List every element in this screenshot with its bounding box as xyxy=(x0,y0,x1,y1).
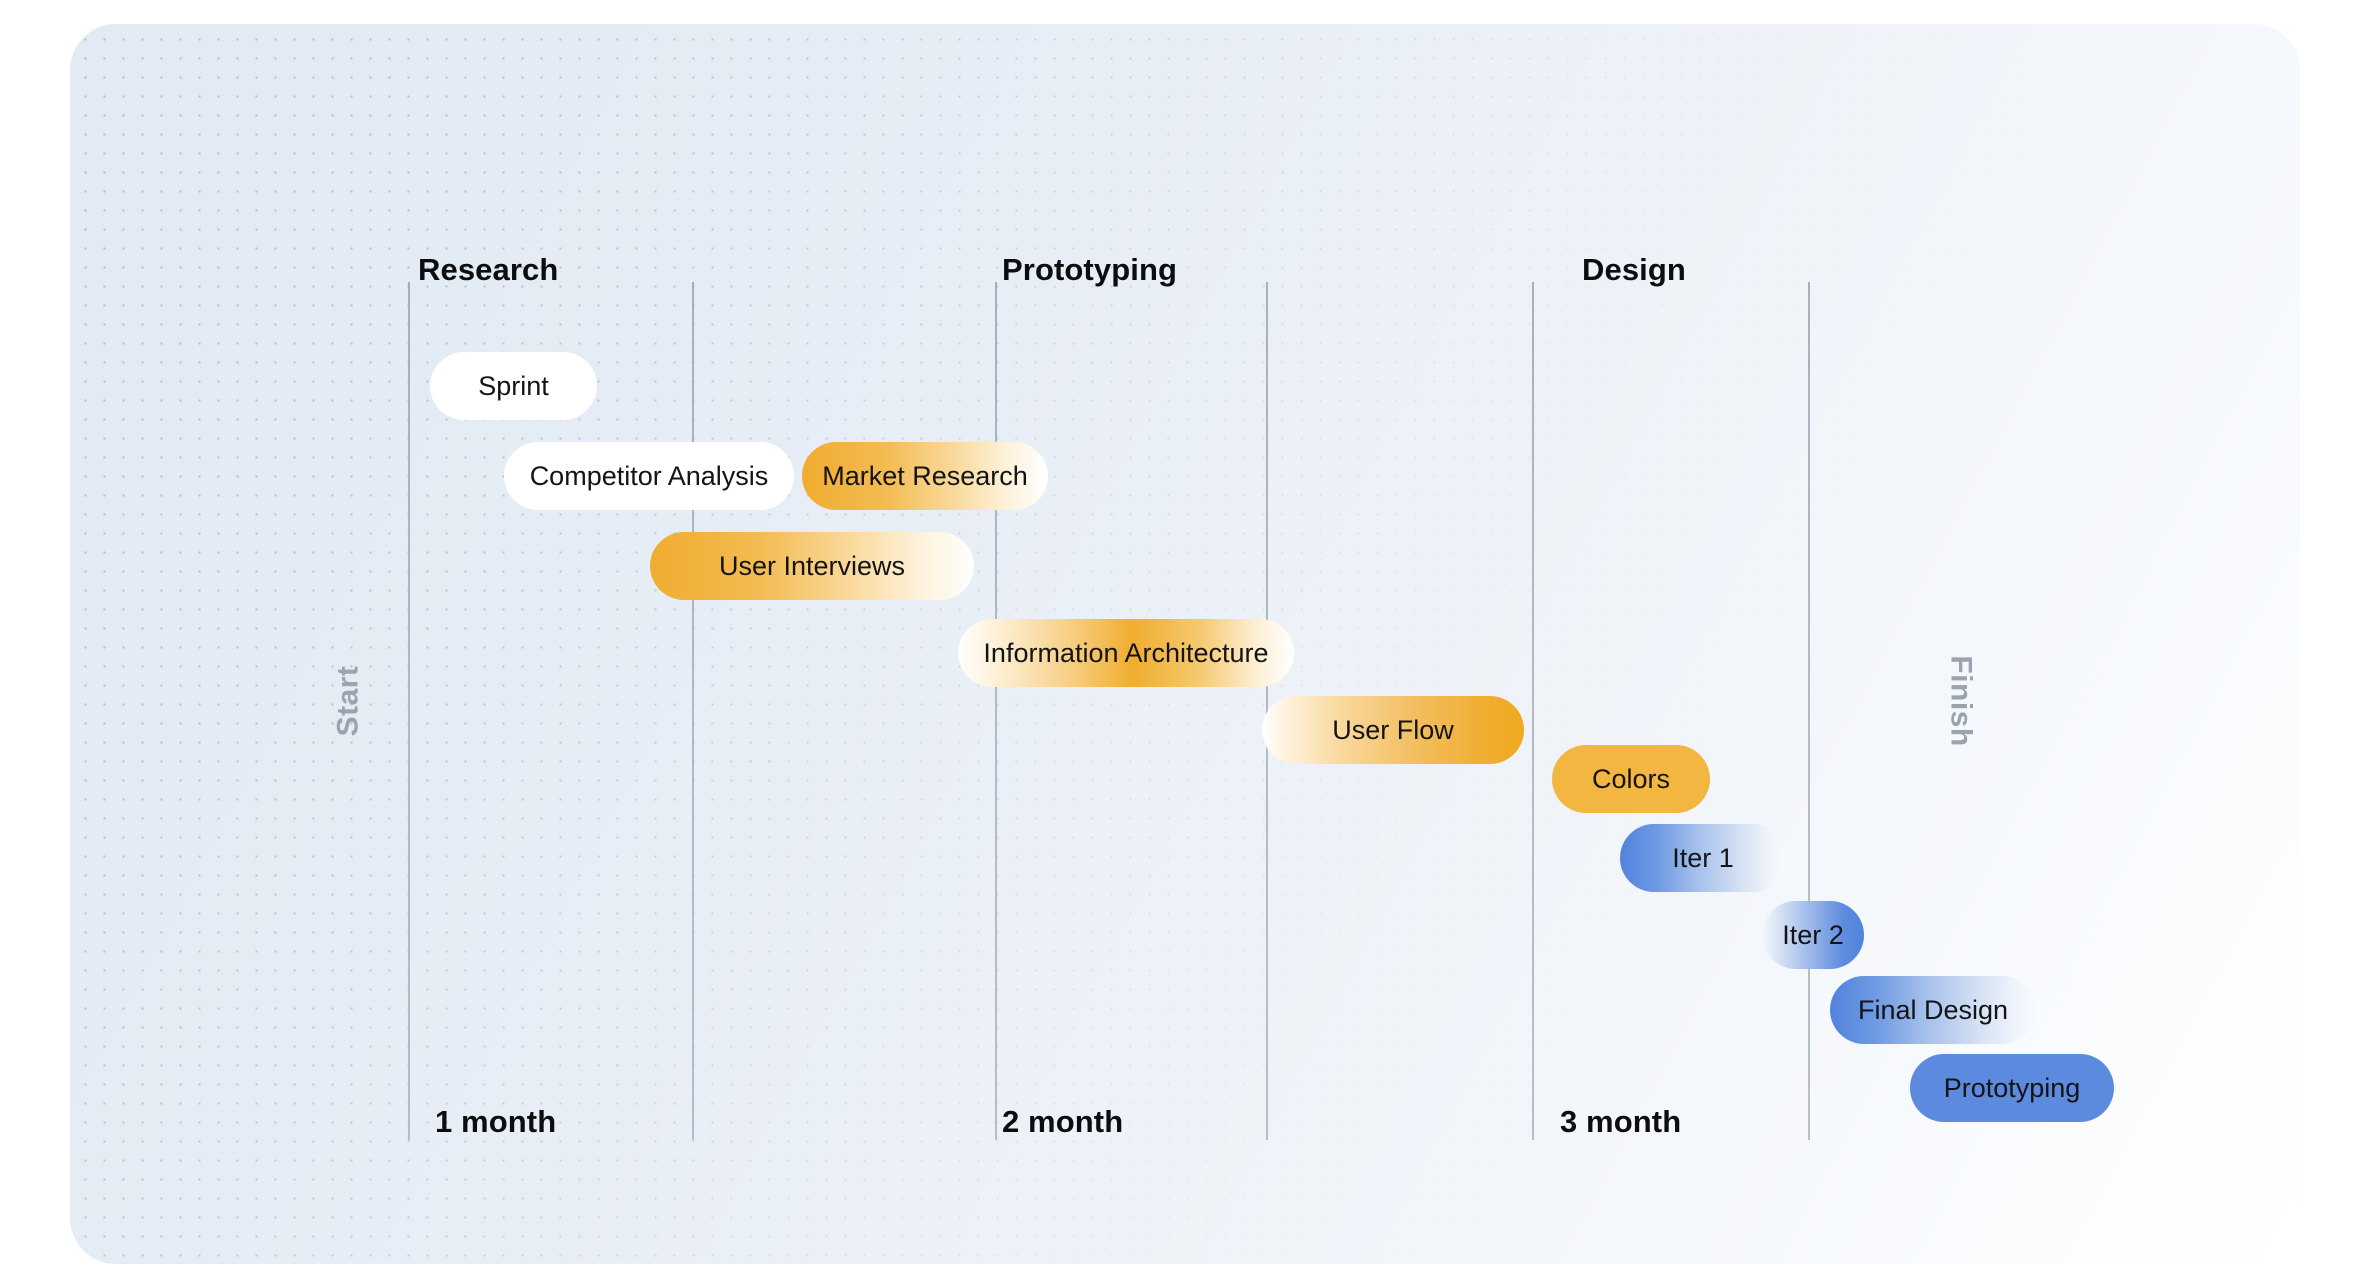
grid-line-1 xyxy=(408,282,410,1140)
task-bar-market-research[interactable]: Market Research xyxy=(802,442,1048,510)
task-label: User Interviews xyxy=(718,550,906,581)
task-bar-iter-1[interactable]: Iter 1 xyxy=(1620,824,1786,892)
task-bar-user-flow[interactable]: User Flow xyxy=(1262,696,1524,764)
task-label: Iter 2 xyxy=(1782,919,1844,950)
task-bar-user-interviews[interactable]: User Interviews xyxy=(650,532,974,600)
grid-line-5 xyxy=(1532,282,1534,1140)
task-label: Competitor Analysis xyxy=(529,460,769,491)
month-marker-2: 2 month xyxy=(1002,1104,1124,1139)
task-bar-prototyping[interactable]: Prototyping xyxy=(1910,1054,2114,1122)
grid-line-3 xyxy=(995,282,997,1140)
task-bar-information-architecture[interactable]: Information Architecture xyxy=(958,619,1294,687)
timeline-finish-label: Finish xyxy=(1944,655,1978,747)
task-label: Market Research xyxy=(822,460,1028,491)
task-bar-sprint[interactable]: Sprint xyxy=(430,352,597,420)
phase-heading-design: Design xyxy=(1582,252,1686,287)
task-label: Final Design xyxy=(1857,994,2009,1025)
grid-line-2 xyxy=(692,282,694,1140)
phase-heading-prototyping: Prototyping xyxy=(1002,252,1178,287)
month-marker-3: 3 month xyxy=(1560,1104,1682,1139)
phase-heading-research: Research xyxy=(418,252,559,287)
task-bar-iter-2[interactable]: Iter 2 xyxy=(1762,901,1864,969)
task-label: Iter 1 xyxy=(1672,842,1734,873)
timeline-start-label: Start xyxy=(331,665,365,737)
task-label: User Flow xyxy=(1332,714,1454,745)
task-bar-colors[interactable]: Colors xyxy=(1552,745,1710,813)
task-bar-final-design[interactable]: Final Design xyxy=(1830,976,2036,1044)
task-label: Prototyping xyxy=(1943,1072,2081,1103)
month-marker-1: 1 month xyxy=(435,1104,557,1139)
task-label: Information Architecture xyxy=(983,637,1269,668)
task-label: Sprint xyxy=(478,370,549,401)
task-label: Colors xyxy=(1591,763,1671,794)
task-bar-competitor-analysis[interactable]: Competitor Analysis xyxy=(504,442,794,510)
grid-line-6 xyxy=(1808,282,1810,1140)
